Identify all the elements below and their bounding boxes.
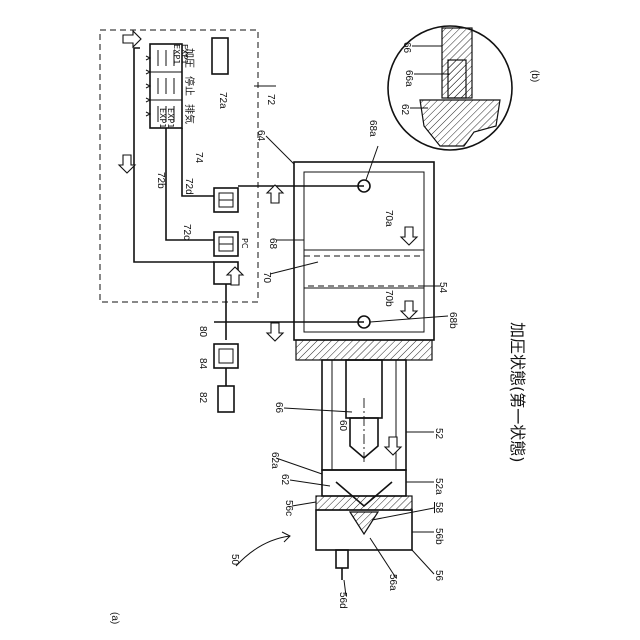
label-58: 58 [433, 502, 444, 514]
label-b-66a: 66a [403, 70, 414, 87]
valve-label-pressurize: 加圧 [183, 48, 195, 68]
arrow-icon [119, 155, 135, 173]
flow-arrow-icon [267, 323, 283, 341]
label-54: 54 [437, 282, 448, 294]
label-b-62: 62 [399, 104, 410, 116]
valve-label-stop: 停止 [183, 76, 196, 96]
label-60: 60 [337, 420, 348, 432]
label-84: 84 [197, 358, 208, 370]
head-62 [322, 470, 406, 496]
label-62: 62 [279, 474, 290, 486]
control-unit-72: EXP1 EXP1 EXP1 EXP1 加圧 停止 排気 PC [100, 30, 258, 302]
controller-72a [212, 38, 228, 74]
label-74: 74 [193, 152, 204, 164]
piston-rod-54 [346, 360, 382, 418]
nozzle-tip-58 [350, 512, 378, 534]
label-64: 64 [255, 130, 266, 142]
figure-caption: 加圧状態(第一状態) [508, 322, 527, 463]
piston-70 [304, 256, 424, 286]
label-52: 52 [433, 428, 444, 440]
label-72b: 72b [155, 172, 166, 189]
detail-seat-62 [420, 100, 500, 146]
label-56d: 56d [337, 592, 348, 609]
label-66: 66 [273, 402, 284, 414]
label-72a: 72a [217, 92, 228, 109]
label-72c: 72c [181, 224, 192, 240]
motion-arrow-icon [401, 301, 417, 319]
label-56b: 56b [433, 528, 444, 545]
panel-label-a: (a) [109, 612, 120, 624]
filter-82 [218, 386, 234, 412]
label-72d: 72d [183, 178, 194, 195]
leader-lines [236, 46, 450, 596]
arrow-icon [123, 31, 141, 47]
label-80: 80 [197, 326, 208, 338]
label-52a: 52a [433, 478, 444, 495]
seal-56c [316, 496, 412, 510]
label-56c: 56c [283, 500, 294, 516]
motion-arrow-icon [385, 437, 401, 455]
cylinder-68 [294, 162, 434, 340]
label-56a: 56a [387, 574, 398, 591]
valve-port-tag: EXP1 [158, 108, 167, 128]
barrel-flange [296, 340, 432, 360]
valve-84 [214, 344, 238, 368]
valve-label-exhaust: 排気 [183, 104, 196, 124]
panel-label-b: (b) [529, 70, 540, 82]
label-82: 82 [197, 392, 208, 404]
motion-arrow-icon [401, 227, 417, 245]
nozzle-head-56 [316, 470, 412, 580]
label-70a: 70a [383, 210, 394, 227]
barrel-52 [296, 340, 432, 470]
label-68a: 68a [367, 120, 378, 137]
valve-port-tag: EXP1 [166, 108, 175, 128]
valve-port-tag: EXP1 [172, 44, 181, 64]
flow-arrow-icon [267, 185, 283, 203]
piping [214, 185, 364, 412]
outlet-56d [336, 550, 348, 568]
arrow-icon [227, 267, 243, 285]
label-b-66: 66 [401, 42, 412, 54]
regulator-tag: PC [240, 238, 249, 249]
detail-tip-66a [448, 60, 466, 98]
label-70b: 70b [383, 290, 394, 307]
label-62a: 62a [269, 452, 280, 469]
label-72: 72 [265, 94, 276, 106]
label-68b: 68b [447, 312, 458, 329]
label-56: 56 [433, 570, 444, 582]
